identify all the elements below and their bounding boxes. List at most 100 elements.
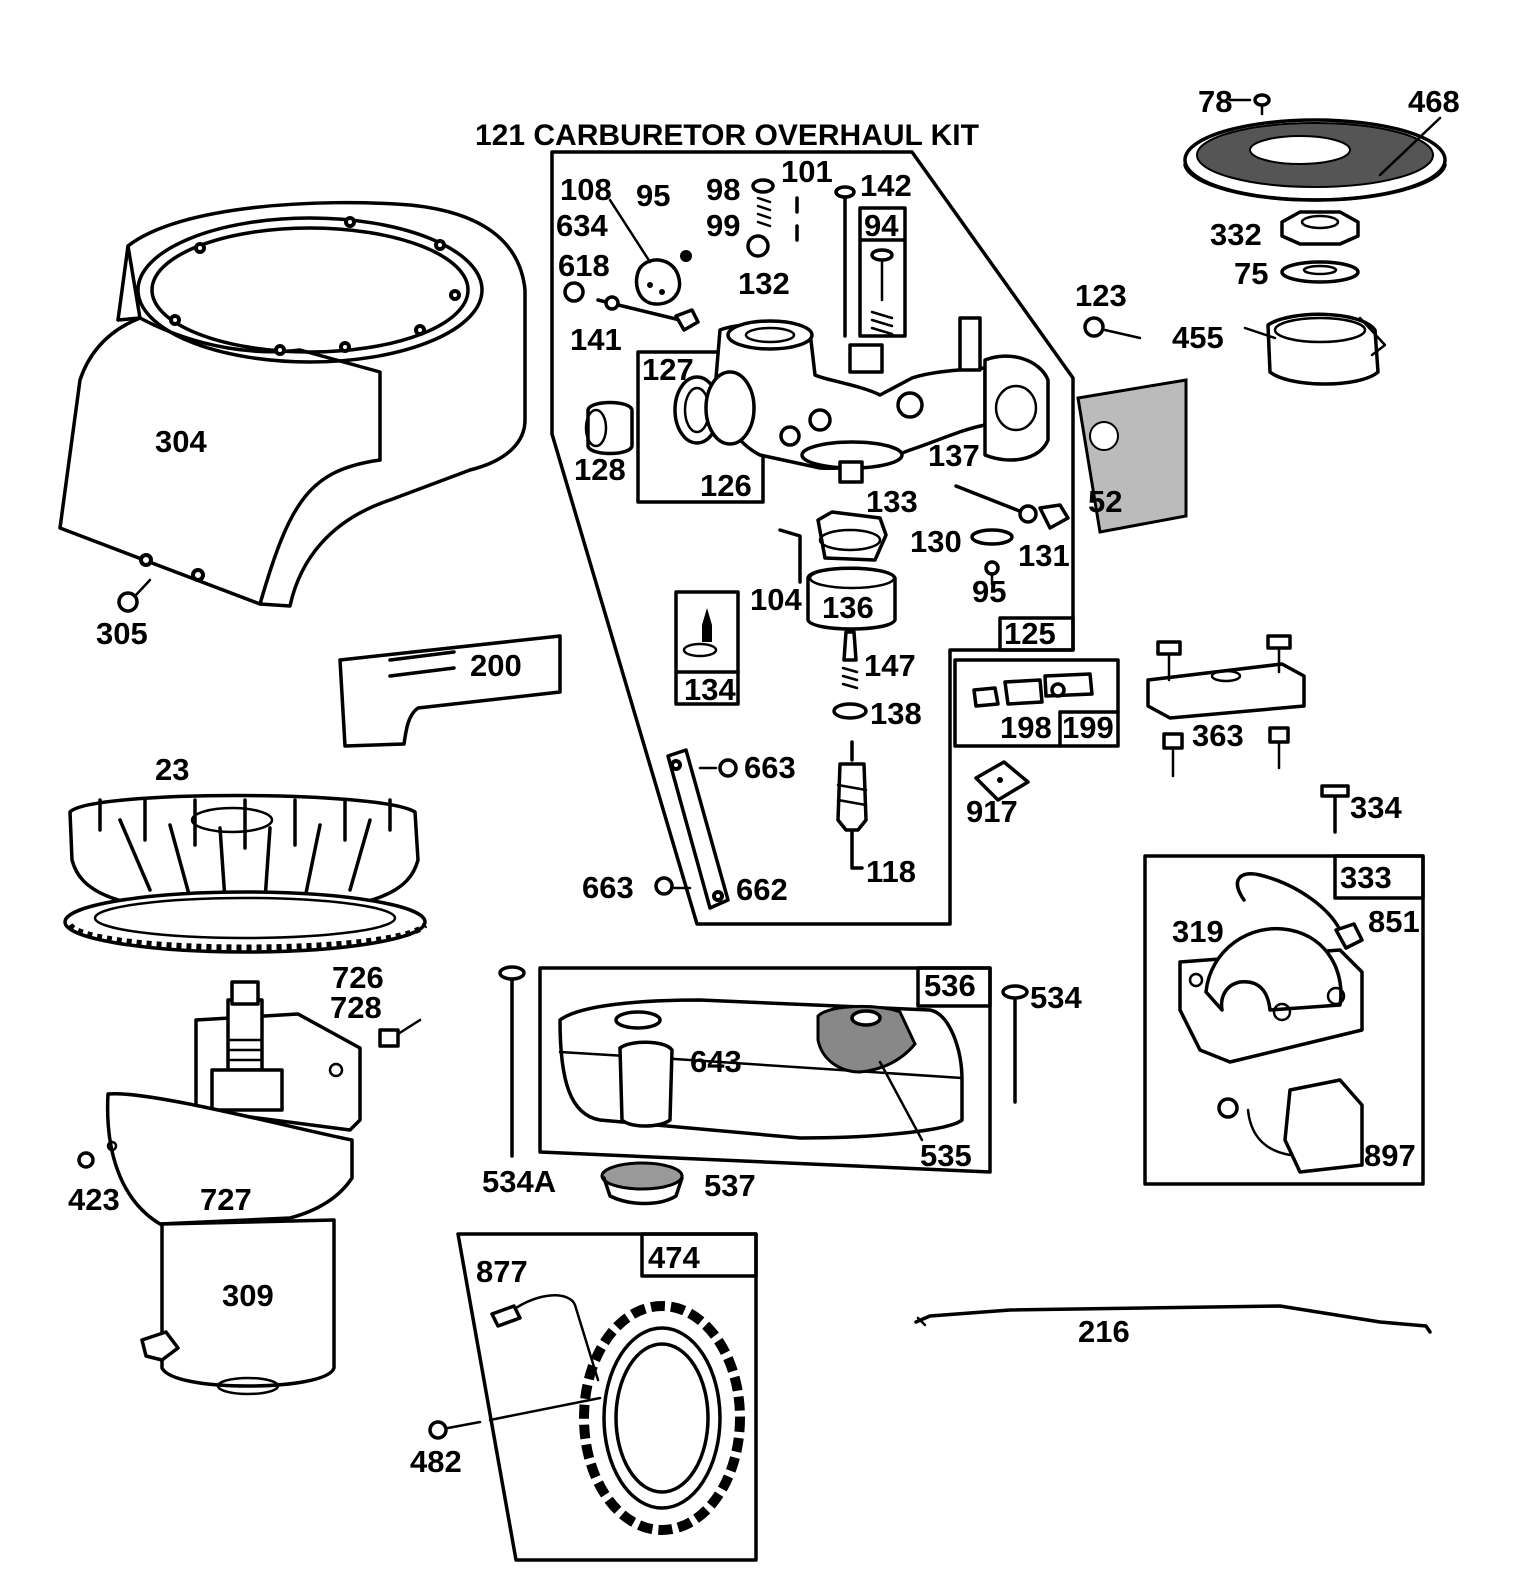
part-label: 643 <box>690 1044 742 1079</box>
part-label: 334 <box>1350 790 1402 825</box>
part-label: 75 <box>1234 256 1268 291</box>
fuel-tank-box-536 <box>538 966 992 1174</box>
part-label: 474 <box>648 1240 700 1275</box>
kit-box-94 <box>858 206 907 338</box>
float-133 <box>816 510 888 562</box>
needle-seat-147 <box>841 630 859 690</box>
screw-95b <box>984 560 1000 586</box>
base-455 <box>1243 312 1387 386</box>
part-label: 305 <box>96 616 148 651</box>
part-label: 663 <box>744 750 796 785</box>
part-label: 728 <box>330 990 382 1025</box>
screw-78 <box>1228 93 1271 116</box>
starter-motor <box>105 980 362 1396</box>
bracket-363 <box>1146 634 1306 778</box>
part-label: 142 <box>860 168 912 203</box>
part-label: 141 <box>570 322 622 357</box>
part-label: 537 <box>704 1168 756 1203</box>
washer-130 <box>970 528 1014 546</box>
part-label: 216 <box>1078 1314 1130 1349</box>
shaft-131 <box>954 484 1070 530</box>
part-label: 95 <box>636 178 670 213</box>
screw-728 <box>378 1018 422 1048</box>
part-label: 304 <box>155 424 207 459</box>
throttle-shaft-141 <box>563 281 700 332</box>
bolt-534 <box>1001 984 1029 1104</box>
part-label: 130 <box>910 524 962 559</box>
part-label: 118 <box>866 854 916 889</box>
screw-305 <box>117 578 152 613</box>
part-label: 78 <box>1198 84 1232 119</box>
part-label: 99 <box>706 208 740 243</box>
part-label: 468 <box>1408 84 1460 119</box>
part-label: 199 <box>1062 710 1114 745</box>
part-label: 132 <box>738 266 790 301</box>
spring-663b <box>654 876 692 896</box>
part-label: 309 <box>222 1278 274 1313</box>
part-label: 138 <box>870 696 922 731</box>
nut-332 <box>1280 210 1360 246</box>
part-label: 131 <box>1018 538 1070 573</box>
needle-142 <box>834 185 856 338</box>
part-label: 727 <box>200 1182 252 1217</box>
cap-537 <box>600 1161 684 1206</box>
plug-128 <box>584 400 634 456</box>
throttle-plate-108 <box>608 198 692 306</box>
part-label: 125 <box>1004 616 1056 651</box>
part-label: 662 <box>736 872 788 907</box>
kit-box-125 <box>998 616 1075 652</box>
part-label: 534A <box>482 1164 556 1199</box>
carburetor-kit-boundary <box>550 150 1075 926</box>
part-label: 136 <box>822 590 874 625</box>
part-label: 319 <box>1172 914 1224 949</box>
part-label: 663 <box>582 870 634 905</box>
part-label: 108 <box>560 172 612 207</box>
part-label: 101 <box>781 154 833 189</box>
part-label: 134 <box>684 672 736 707</box>
carburetor-body <box>636 316 1050 504</box>
blower-housing <box>58 200 527 608</box>
part-label: 137 <box>928 438 980 473</box>
part-label: 133 <box>866 484 918 519</box>
pin-104 <box>778 528 802 584</box>
part-label: 917 <box>966 794 1018 829</box>
part-label: 52 <box>1088 484 1122 519</box>
part-label: 95 <box>972 574 1006 609</box>
part-label: 333 <box>1340 860 1392 895</box>
clip-917 <box>974 760 1030 802</box>
part-label: 200 <box>470 648 522 683</box>
part-label: 94 <box>864 208 899 243</box>
part-label: 98 <box>706 172 740 207</box>
part-label: 147 <box>864 648 916 683</box>
baffle-200 <box>338 634 562 748</box>
kit-box-134 <box>674 590 740 706</box>
kit-title: 121 CARBURETOR OVERHAUL KIT <box>475 119 979 152</box>
part-label: 851 <box>1368 904 1420 939</box>
alternator-box-474 <box>456 1232 758 1562</box>
part-label: 877 <box>476 1254 528 1289</box>
part-label: 332 <box>1210 217 1262 252</box>
spring-663a <box>698 758 738 778</box>
screw-123 <box>1083 316 1142 340</box>
part-label: 104 <box>750 582 802 617</box>
part-label: 618 <box>558 248 610 283</box>
part-label: 726 <box>332 960 384 995</box>
part-label: 536 <box>924 968 976 1003</box>
link-rod-216 <box>914 1304 1432 1334</box>
screw-482 <box>428 1396 602 1440</box>
part-label: 363 <box>1192 718 1244 753</box>
part-label: 897 <box>1364 1138 1416 1173</box>
part-label: 455 <box>1172 320 1224 355</box>
ignition-box-333 <box>1143 854 1425 1186</box>
washer-138 <box>832 702 868 720</box>
choke-box-198-199 <box>953 658 1120 748</box>
part-label: 128 <box>574 452 626 487</box>
part-label: 423 <box>68 1182 120 1217</box>
gasket-52 <box>1076 378 1188 534</box>
washer-75 <box>1280 260 1360 284</box>
part-label: 634 <box>556 208 608 243</box>
bolt-334 <box>1320 784 1350 834</box>
bolt-534a <box>498 965 526 1158</box>
